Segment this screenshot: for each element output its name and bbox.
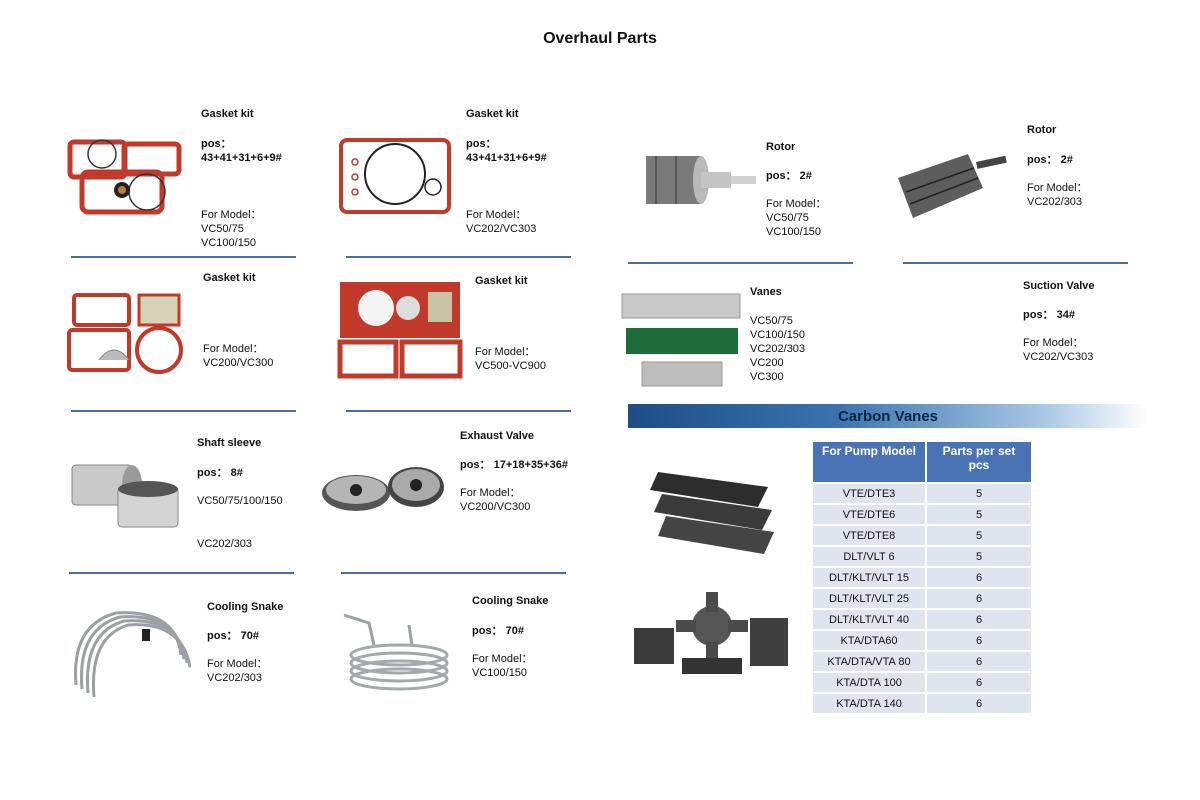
rotor-1-name: Rotor (766, 141, 796, 153)
gasket-kit-2-name: Gasket kit (466, 108, 519, 120)
vanes-model: VC100/150 (750, 329, 806, 341)
suction-valve-model: VC202/VC303 (1023, 351, 1094, 363)
rotor-2-model-label: For Model： (1027, 182, 1088, 194)
carbon-rotor-image (632, 588, 792, 678)
gasket-kit-image (333, 132, 458, 222)
gasket-kit-image (62, 132, 187, 222)
vanes-name: Vanes (750, 286, 782, 298)
page-title: Overhaul Parts (543, 30, 657, 47)
suction-valve-model-label: For Model： (1023, 337, 1084, 349)
exhaust-valve-model-label: For Model： (460, 487, 521, 499)
exhaust-valve-image (318, 455, 448, 520)
vanes-model: VC202/303 (750, 343, 806, 355)
section-divider (903, 262, 1128, 264)
gasket-kit-2-model: VC202/VC303 (466, 223, 537, 235)
cooling-snake-image (334, 605, 459, 700)
cooling-snake-1-name: Cooling Snake (207, 601, 284, 613)
cooling-snake-1-model: VC202/303 (207, 672, 263, 684)
gasket-kit-2-model-label: For Model： (466, 209, 527, 221)
rotor-2-model: VC202/303 (1027, 196, 1083, 208)
shaft-sleeve-pos: pos： 8# (197, 467, 243, 479)
cooling-snake-image (66, 605, 191, 705)
section-divider (71, 256, 296, 258)
vanes-image (620, 290, 742, 388)
section-divider (346, 410, 571, 412)
carbon-vanes-image (648, 462, 776, 558)
gasket-kit-2-pos-label: pos： (466, 138, 497, 150)
gasket-kit-4-model: VC500-VC900 (475, 360, 546, 372)
rotor-1-pos: pos： 2# (766, 170, 812, 182)
rotor-image (636, 148, 761, 213)
suction-valve-pos: pos： 34# (1023, 309, 1075, 321)
gasket-kit-1-name: Gasket kit (201, 108, 254, 120)
suction-valve-name: Suction Valve (1023, 280, 1095, 292)
shaft-sleeve-model: VC50/75/100/150 (197, 495, 283, 507)
cooling-snake-1-pos: pos： 70# (207, 630, 259, 642)
gasket-kit-image (64, 290, 192, 380)
cooling-snake-2-model-label: For Model： (472, 653, 533, 665)
gasket-kit-3-model-label: For Model： (203, 343, 264, 355)
exhaust-valve-name: Exhaust Valve (460, 430, 534, 442)
exhaust-valve-model: VC200/VC300 (460, 501, 531, 513)
shaft-sleeve-image (66, 455, 186, 535)
gasket-kit-image (336, 280, 464, 380)
section-divider (346, 256, 571, 258)
section-divider (71, 410, 296, 412)
gasket-kit-1-model: VC50/75 (201, 223, 244, 235)
cooling-snake-1-model-label: For Model： (207, 658, 268, 670)
col-header-pump-model: For Pump Model (813, 442, 925, 482)
gasket-kit-1-model-label: For Model： (201, 209, 262, 221)
vanes-model: VC200 (750, 357, 784, 369)
section-divider (69, 572, 294, 574)
cooling-snake-2-name: Cooling Snake (472, 595, 549, 607)
carbon-vanes-title: Carbon Vanes (837, 408, 939, 425)
rotor-1-model: VC50/75 (766, 212, 809, 224)
section-divider (628, 262, 853, 264)
cooling-snake-2-pos: pos： 70# (472, 625, 524, 637)
cooling-snake-2-model: VC100/150 (472, 667, 528, 679)
gasket-kit-3-name: Gasket kit (203, 272, 256, 284)
rotor-1-model: VC100/150 (766, 226, 822, 238)
gasket-kit-3-model: VC200/VC300 (203, 357, 274, 369)
gasket-kit-1-model: VC100/150 (201, 237, 257, 249)
rotor-1-model-label: For Model： (766, 198, 827, 210)
vanes-model: VC300 (750, 371, 784, 383)
shaft-sleeve-name: Shaft sleeve (197, 437, 262, 449)
gasket-kit-2-pos-value: 43+41+31+6+9# (466, 152, 547, 164)
gasket-kit-4-name: Gasket kit (475, 275, 528, 287)
exhaust-valve-pos: pos： 17+18+35+36# (460, 459, 568, 471)
gasket-kit-4-model-label: For Model： (475, 346, 536, 358)
rotor-2-name: Rotor (1027, 124, 1057, 136)
gasket-kit-1-pos-label: pos： (201, 138, 232, 150)
rotor-2-pos: pos： 2# (1027, 154, 1073, 166)
gasket-kit-1-pos-value: 43+41+31+6+9# (201, 152, 282, 164)
vanes-model: VC50/75 (750, 315, 793, 327)
carbon-vanes-banner: Carbon Vanes (628, 404, 1148, 428)
rotor-image (888, 148, 1013, 223)
section-divider (341, 572, 566, 574)
shaft-sleeve-model: VC202/303 (197, 538, 253, 550)
